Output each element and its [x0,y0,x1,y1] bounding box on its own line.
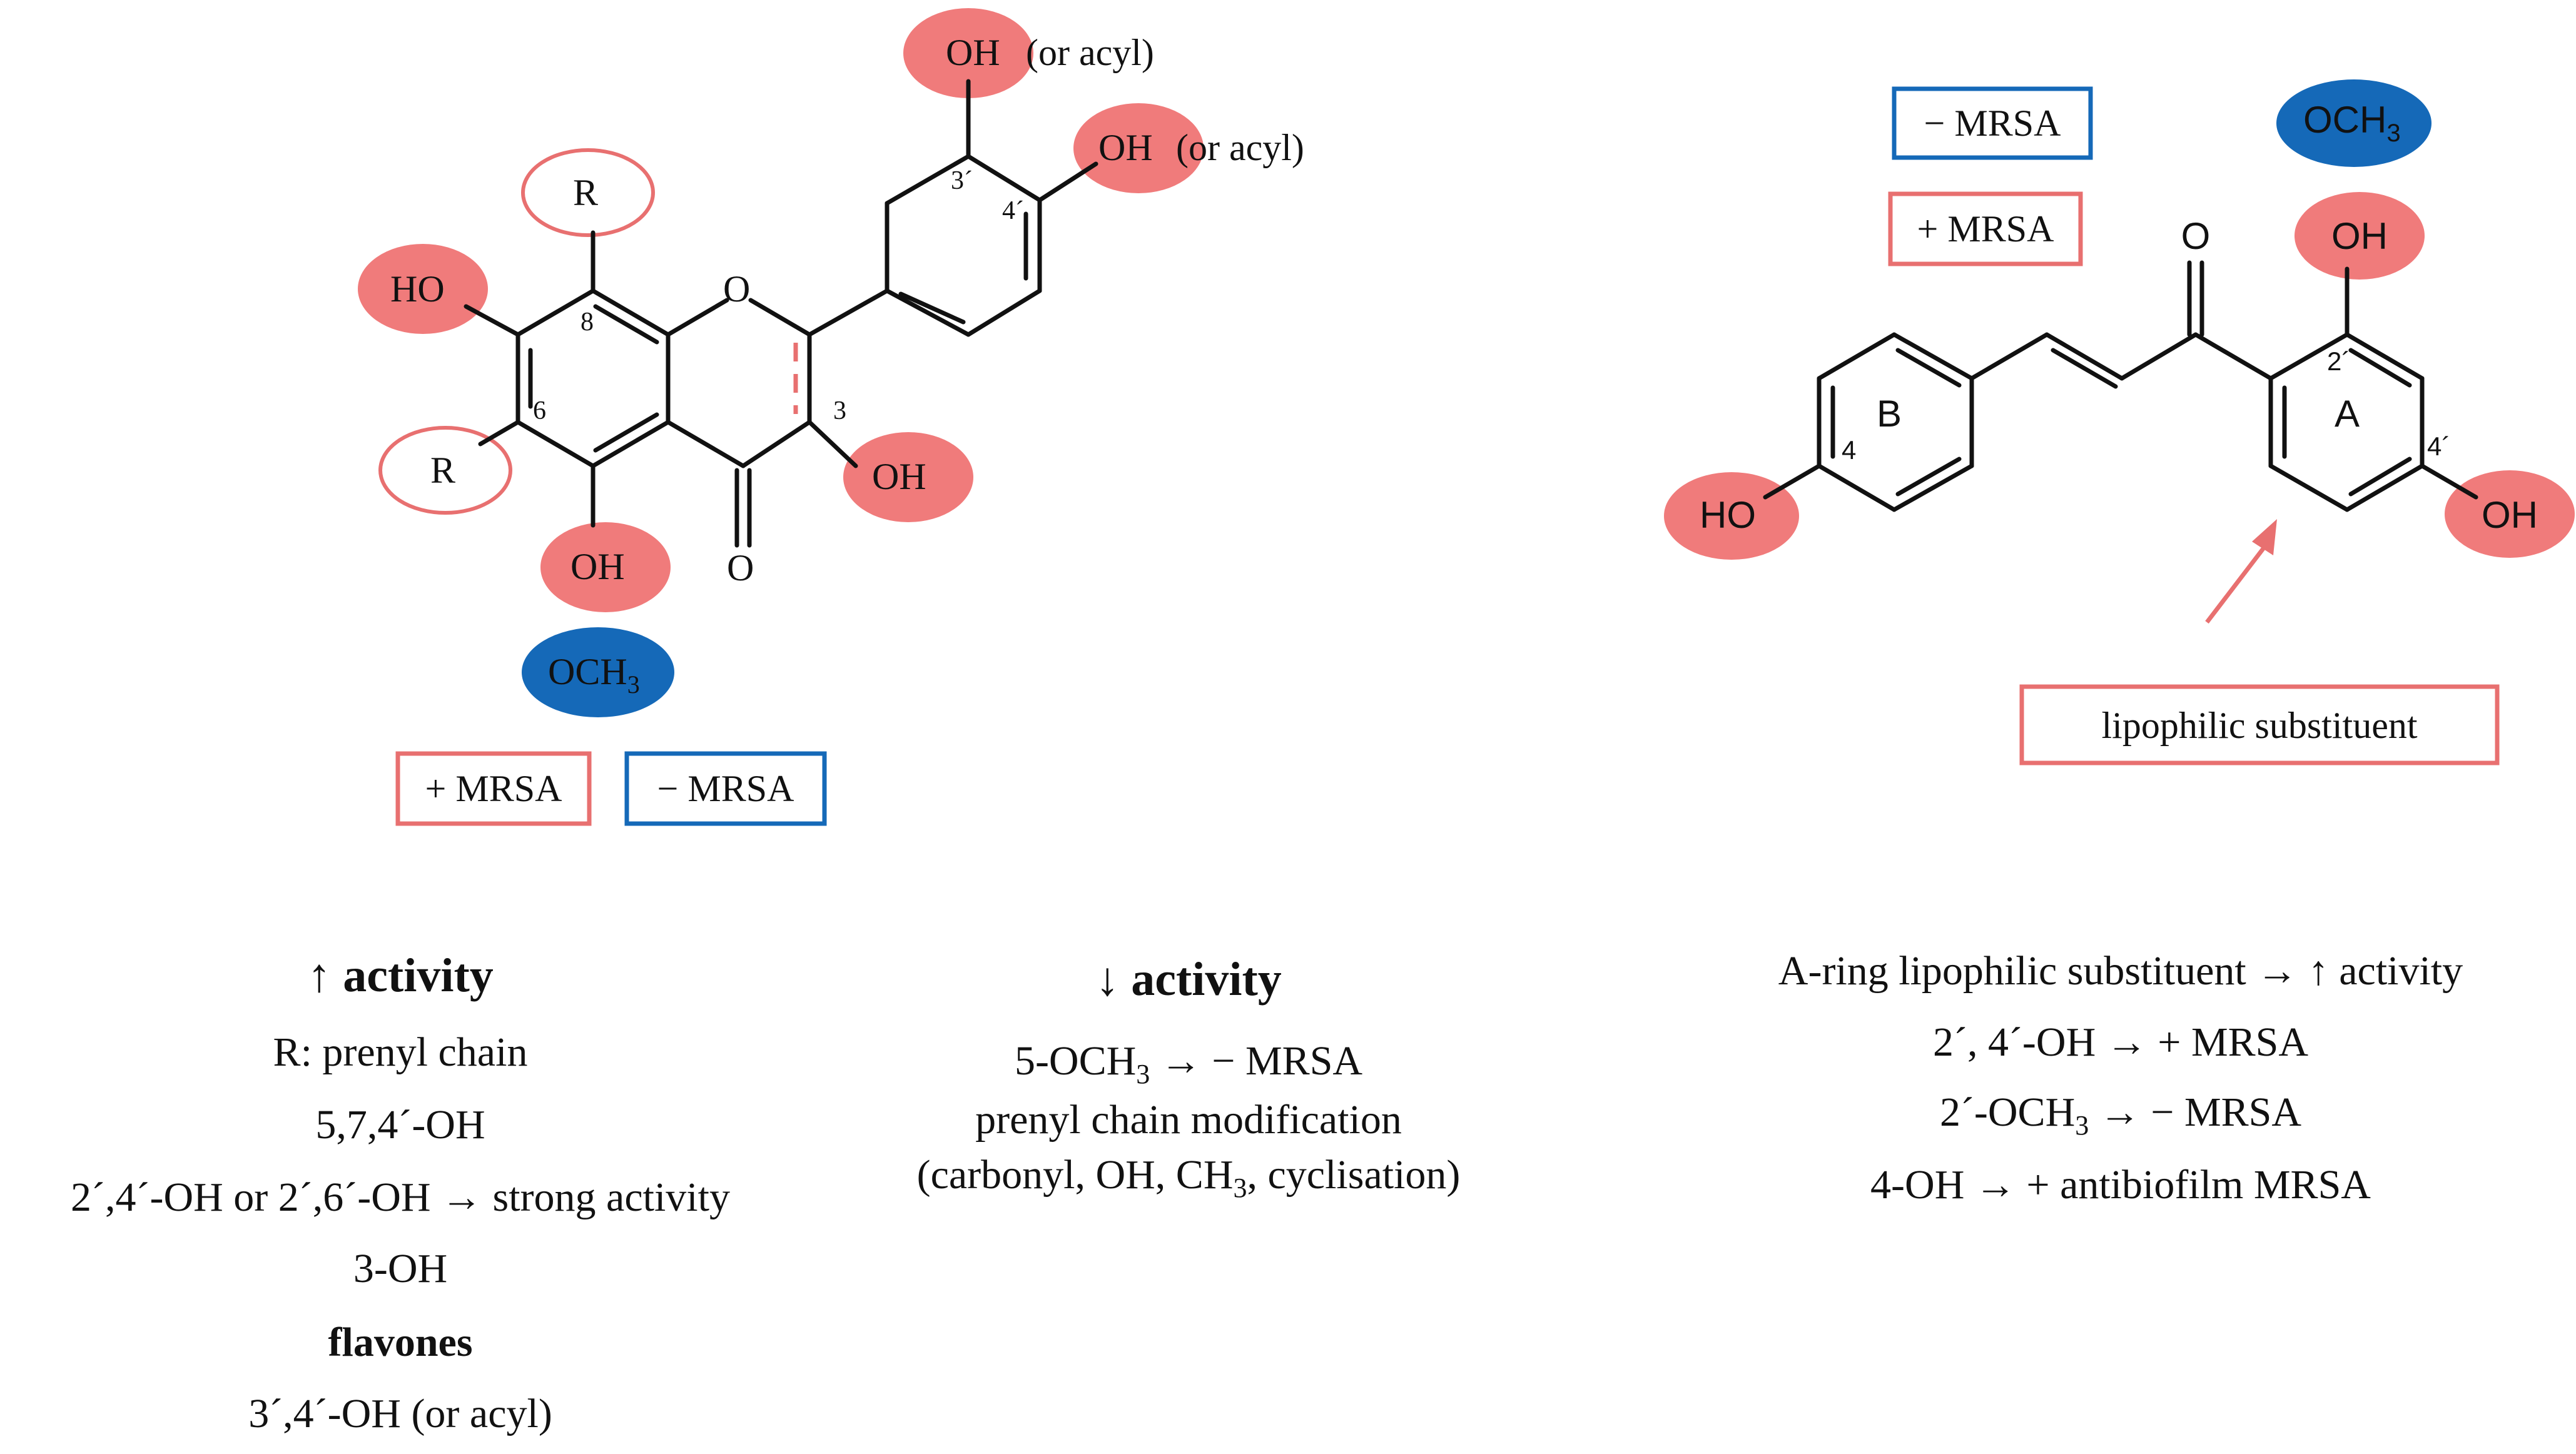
chalcone-minus-mrsa-label: − MRSA [1924,103,2061,144]
chalcone-num-2prime: 2´ [2327,346,2350,376]
col2-title: ↓ activity [1095,953,1282,1006]
flavone-structure: OH (or acyl) OH (or acyl) R HO O R OH OH… [358,8,1304,826]
col1-title: ↑ activity [307,949,494,1002]
flavone-ho-7-highlight [358,244,488,334]
flavone-oh-4prime-highlight [1073,103,1204,193]
flavone-acyl-3prime-label: (or acyl) [1026,32,1154,73]
flavone-bonds [464,79,1098,548]
chalcone-ho-4-label: HO [1700,494,1756,536]
lipophilic-substituent-label: lipophilic substituent [2102,705,2418,746]
flavone-r-8-outline [521,148,655,237]
chalcone-och3-label: OCH3 [2303,99,2401,147]
chalcone-keto-o-label: O [2181,215,2211,257]
flavone-och3-highlight [522,627,674,717]
col3-line2: 2´, 4´-OH → + MRSA [1932,1019,2309,1065]
chalcone-och3-highlight [2276,79,2431,167]
col1-subtitle: flavones [328,1320,473,1365]
col1-line4: 3-OH [353,1246,448,1291]
chalcone-oh-2prime-label: OH [2331,215,2388,257]
flavone-num-4prime: 4´ [1002,196,1024,225]
flavone-ho-7-label: HO [390,268,445,310]
chalcone-num-4: 4 [1842,435,1856,465]
flavone-oh-5-label: OH [570,546,625,587]
flavone-oh-3prime-highlight [903,8,1033,98]
col3-line4: 4-OH → + antibiofilm MRSA [1870,1162,2371,1208]
col2-line1: 5-OCH3 → − MRSA [1014,1038,1363,1090]
lipophilic-arrowhead [2252,519,2277,555]
flavone-oh-3-highlight [843,432,973,522]
flavone-plus-mrsa-label: + MRSA [425,768,562,809]
flavone-num-3prime: 3´ [951,166,973,195]
col2-line2: prenyl chain modification [975,1097,1402,1143]
chalcone-plus-mrsa-label: + MRSA [1917,208,2054,250]
col1-line2: 5,7,4´-OH [315,1102,485,1148]
lipophilic-substituent-box [2019,684,2500,765]
flavone-r-6-label: R [430,450,455,491]
chalcone-minus-mrsa-box [1892,86,2093,160]
flavone-num-6: 6 [533,396,546,425]
flavone-ring-o-label: O [723,268,750,310]
chalcone-num-4prime: 4´ [2427,432,2450,461]
flavone-oh-3-label: OH [872,456,926,497]
chalcone-bonds [1763,260,2478,512]
chalcone-ho-4-highlight [1664,472,1799,560]
flavone-num-3: 3 [833,396,846,425]
col1-line3: 2´,4´-OH or 2´,6´-OH → strong activity [71,1174,730,1220]
flavone-r-6-outline [378,426,512,515]
flavone-r-8-label: R [573,172,598,213]
chalcone-ring-b-label: B [1877,393,1902,435]
flavone-plus-mrsa-box [395,751,592,826]
flavone-och3-label: OCH3 [548,651,640,699]
col2-line3: (carbonyl, OH, CH3, cyclisation) [916,1152,1461,1204]
chalcone-oh-2prime-highlight [2295,192,2425,280]
lipophilic-arrow [2205,543,2268,624]
col1-line5: 3´,4´-OH (or acyl) [248,1391,552,1436]
col3-line1: A-ring lipophilic substituent → ↑ activi… [1778,948,2463,994]
col1-line1: R: prenyl chain [273,1029,528,1075]
chalcone-plus-mrsa-box [1888,191,2083,266]
chalcone-ring-a-label: A [2335,393,2360,435]
flavone-num-8: 8 [581,308,594,336]
flavone-acyl-4prime-label: (or acyl) [1176,127,1304,168]
flavone-minus-mrsa-box [624,751,827,826]
flavone-oh-5-highlight [540,522,671,612]
flavone-oh-4prime-label: OH [1098,127,1153,168]
flavone-minus-mrsa-label: − MRSA [657,768,794,809]
col3-line3: 2´-OCH3 → − MRSA [1939,1089,2302,1141]
chalcone-oh-4prime-label: OH [2482,494,2538,536]
chalcone-structure: − MRSA + MRSA [1664,79,2575,765]
flavone-keto-o-label: O [727,547,754,588]
chalcone-oh-4prime-highlight [2445,470,2575,558]
flavone-oh-3prime-label: OH [946,32,1000,73]
